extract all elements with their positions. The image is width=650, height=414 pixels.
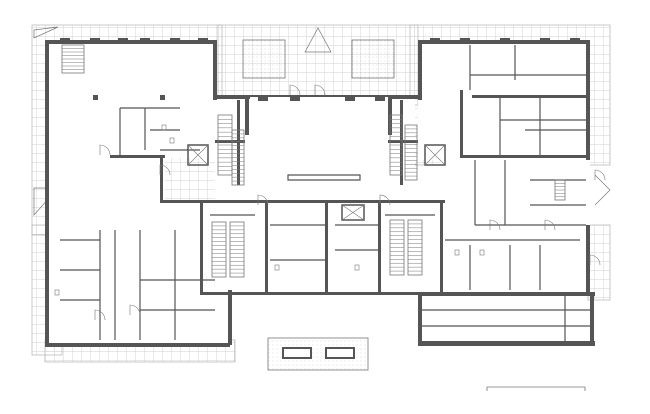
door-swing-icon (314, 84, 326, 96)
pier (60, 38, 70, 44)
wall (213, 40, 217, 100)
floor-area (440, 155, 590, 290)
wall (265, 200, 268, 295)
wall (590, 292, 594, 344)
column (160, 95, 165, 100)
toilet-icon (454, 249, 460, 256)
planter (351, 39, 395, 79)
floor-area (45, 158, 165, 228)
wall (460, 90, 463, 155)
wall (110, 155, 165, 158)
partition (119, 107, 200, 155)
wall (418, 292, 422, 344)
wall (418, 292, 595, 296)
pier (170, 38, 180, 44)
pier (118, 38, 128, 44)
door-swing-icon (489, 219, 501, 231)
elevator-icon (187, 144, 209, 166)
partition (422, 296, 590, 341)
door-swing-icon (159, 164, 171, 176)
floor-area (45, 40, 217, 158)
wall (160, 158, 163, 200)
door-swing-icon (289, 84, 301, 96)
wall (45, 225, 49, 345)
wall (400, 100, 403, 185)
wall (460, 155, 590, 158)
pier (90, 38, 100, 44)
door-swing-icon (99, 144, 111, 156)
door-swing-icon (594, 169, 606, 181)
wall (418, 341, 595, 346)
wall (440, 200, 443, 295)
wall (215, 95, 250, 99)
toilet-icon (54, 289, 60, 296)
toilet-icon (354, 264, 360, 271)
door-swing-icon (544, 219, 556, 231)
toilet-icon (161, 124, 167, 131)
door-swing-icon (589, 254, 601, 266)
wall (45, 343, 230, 347)
wall (215, 140, 245, 143)
wall (472, 95, 587, 98)
wall (200, 200, 203, 295)
partition (60, 230, 215, 340)
pier (290, 95, 300, 101)
pier (570, 38, 580, 44)
column (93, 95, 98, 100)
wall (237, 100, 240, 185)
planter (242, 39, 286, 79)
wall (45, 40, 49, 160)
pier (258, 95, 268, 101)
pier (540, 38, 550, 44)
pier (460, 38, 470, 44)
wall (245, 95, 390, 97)
terrace (587, 224, 611, 301)
pier (500, 38, 510, 44)
elevator-icon (424, 144, 446, 166)
fixtures (54, 44, 606, 391)
wall (45, 40, 217, 44)
wall (378, 200, 381, 295)
toilet-icon (169, 137, 175, 144)
wall (245, 95, 249, 135)
wall (160, 200, 445, 203)
door-swing-icon (379, 194, 391, 206)
wall (228, 290, 232, 345)
skylight-opening (325, 347, 355, 359)
wall (200, 292, 440, 295)
wall (325, 200, 328, 295)
partition (210, 214, 435, 261)
elevator-icon (341, 204, 365, 221)
toilet-icon (479, 249, 485, 256)
pier (430, 38, 440, 44)
door-swing-icon (257, 194, 269, 206)
partition (469, 45, 586, 155)
wall (418, 40, 422, 100)
toilet-icon (274, 264, 280, 271)
partition (287, 174, 361, 181)
door-swing-icon (129, 304, 141, 316)
pier (375, 95, 385, 101)
skylight-triangle (304, 27, 332, 53)
elevator-cross (424, 144, 446, 166)
wall (45, 155, 49, 230)
skylight-opening (282, 347, 312, 359)
wall (388, 95, 418, 99)
door-swing-icon (94, 309, 106, 321)
wall (586, 40, 590, 160)
pier (345, 95, 355, 101)
floor-area (418, 40, 590, 160)
scale-bar (486, 386, 586, 391)
pier (198, 38, 208, 44)
elevator-cross (187, 144, 209, 166)
pier (140, 38, 150, 44)
elevator-cross (341, 204, 365, 221)
wall (586, 225, 590, 295)
